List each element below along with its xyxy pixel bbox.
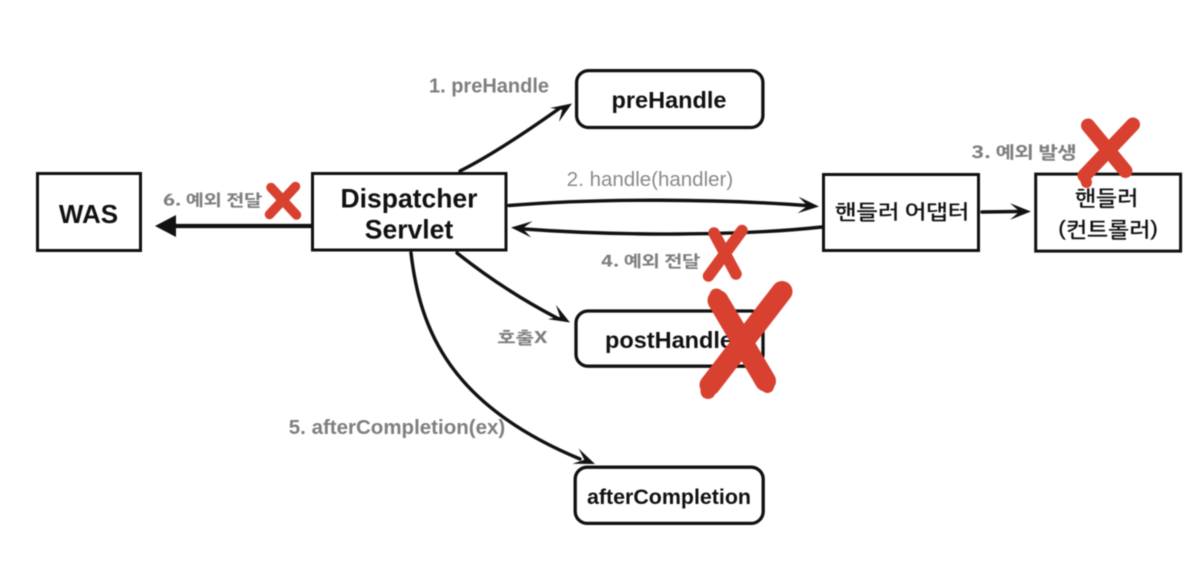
svg-text:afterCompletion: afterCompletion	[587, 485, 751, 509]
svg-text:2. handle(handler): 2. handle(handler)	[567, 168, 733, 191]
svg-text:1. preHandle: 1. preHandle	[429, 76, 549, 98]
svg-text:preHandle: preHandle	[612, 87, 727, 113]
svg-text:Servlet: Servlet	[365, 215, 454, 245]
svg-text:5. afterCompletion(ex): 5. afterCompletion(ex)	[289, 416, 505, 439]
svg-text:postHandle: postHandle	[605, 327, 733, 353]
svg-text:Dispatcher: Dispatcher	[341, 184, 478, 214]
svg-text:WAS: WAS	[59, 199, 118, 229]
